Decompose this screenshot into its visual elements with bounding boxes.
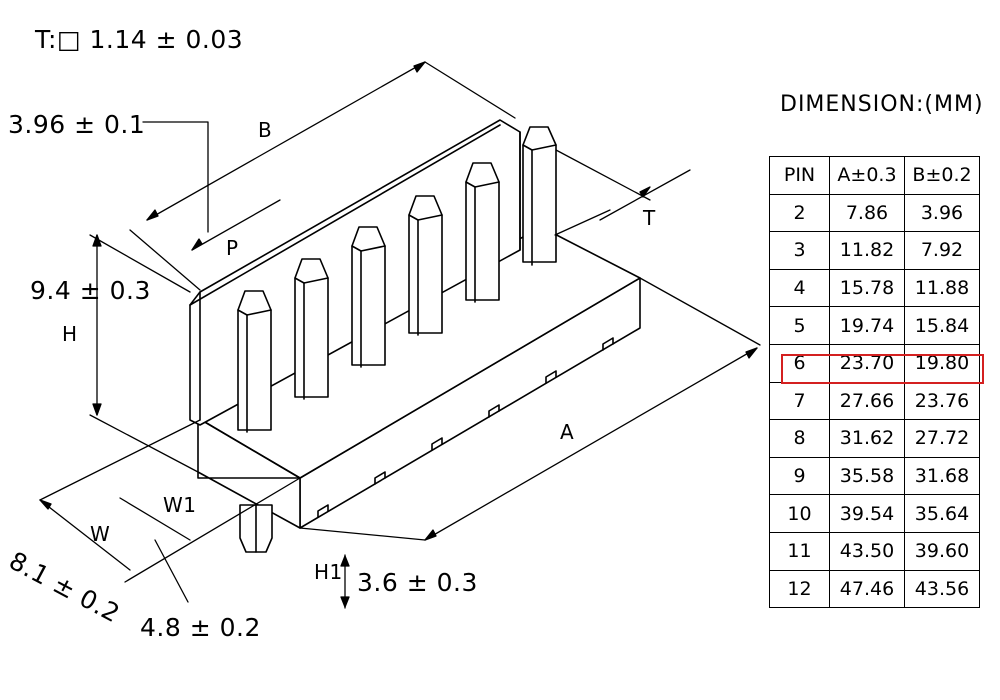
cell-a: 47.46 — [829, 569, 905, 609]
cell-b: 43.56 — [904, 569, 980, 609]
pin-6 — [522, 126, 557, 266]
cell-pin: 5 — [769, 306, 830, 345]
cell-pin: 8 — [769, 419, 830, 458]
cell-b: 31.68 — [904, 456, 980, 496]
a-dimension-letter: A — [560, 420, 575, 444]
cell-pin: 12 — [769, 569, 830, 609]
w1-dimension-letter: W1 — [163, 493, 197, 517]
table-row: 10 39.54 35.64 — [769, 494, 980, 533]
housing-notches — [317, 337, 614, 518]
table-row-highlighted: 6 23.70 19.80 — [769, 343, 980, 383]
h1-dimension-letter: H1 — [314, 560, 343, 584]
cell-b: 23.76 — [904, 381, 980, 421]
table-row: 4 15.78 11.88 — [769, 268, 980, 308]
cell-pin: 3 — [769, 231, 830, 270]
cell-b: 11.88 — [904, 268, 980, 308]
p-dimension-letter: P — [226, 236, 239, 260]
h1-tolerance-label: 3.6 ± 0.3 — [357, 568, 478, 597]
table-row: 3 11.82 7.92 — [769, 231, 980, 270]
cell-b: 15.84 — [904, 306, 980, 345]
table-row: 9 35.58 31.68 — [769, 456, 980, 496]
table-row: 7 27.66 23.76 — [769, 381, 980, 421]
pin-4 — [408, 195, 443, 336]
cell-b: 3.96 — [904, 193, 980, 233]
thickness-label: T:□ 1.14 ± 0.03 — [35, 25, 244, 54]
pin-1 — [237, 290, 272, 433]
cell-a: 35.58 — [829, 456, 905, 496]
pins — [237, 126, 557, 553]
cell-a: 19.74 — [829, 306, 905, 345]
table-row: 11 43.50 39.60 — [769, 531, 980, 571]
pin-2 — [294, 258, 329, 400]
table-header-row: PIN A±0.3 B±0.2 — [769, 156, 980, 195]
table-row: 2 7.86 3.96 — [769, 193, 980, 233]
cell-a: 39.54 — [829, 494, 905, 533]
w1-tolerance-label: 4.8 ± 0.2 — [140, 613, 261, 642]
header-b: B±0.2 — [904, 156, 980, 195]
header-pin: PIN — [769, 156, 830, 195]
cell-b: 7.92 — [904, 231, 980, 270]
t-dimension-letter: T — [643, 206, 656, 230]
highlight-box — [781, 354, 984, 384]
cell-a: 43.50 — [829, 531, 905, 571]
h-dimension-letter: H — [62, 322, 78, 346]
pin-tail — [239, 504, 273, 553]
cell-pin: 9 — [769, 456, 830, 496]
w-dimension-letter: W — [90, 522, 111, 546]
cell-a: 31.62 — [829, 419, 905, 458]
pin-3 — [351, 226, 386, 368]
pin-5 — [465, 162, 500, 303]
table-row: 5 19.74 15.84 — [769, 306, 980, 345]
table-title: DIMENSION:(MM) — [780, 92, 984, 117]
cell-b: 35.64 — [904, 494, 980, 533]
cell-b: 19.80 — [904, 343, 980, 383]
header-a: A±0.3 — [829, 156, 905, 195]
b-dimension-letter: B — [258, 118, 273, 142]
dimension-table: PIN A±0.3 B±0.2 2 7.86 3.96 3 11.82 7.92… — [769, 156, 980, 609]
cell-pin: 11 — [769, 531, 830, 571]
cell-pin: 7 — [769, 381, 830, 421]
dimension-lines — [39, 61, 761, 609]
table-row: 8 31.62 27.72 — [769, 419, 980, 458]
height-tolerance-label: 9.4 ± 0.3 — [30, 276, 151, 305]
cell-pin: 4 — [769, 268, 830, 308]
cell-b: 39.60 — [904, 531, 980, 571]
cell-a: 11.82 — [829, 231, 905, 270]
table-row: 12 47.46 43.56 — [769, 569, 980, 609]
cell-a: 7.86 — [829, 193, 905, 233]
pitch-tolerance-label: 3.96 ± 0.1 — [8, 110, 146, 139]
cell-b: 27.72 — [904, 419, 980, 458]
cell-pin: 10 — [769, 494, 830, 533]
cell-a: 27.66 — [829, 381, 905, 421]
cell-a: 15.78 — [829, 268, 905, 308]
cell-pin: 2 — [769, 193, 830, 233]
